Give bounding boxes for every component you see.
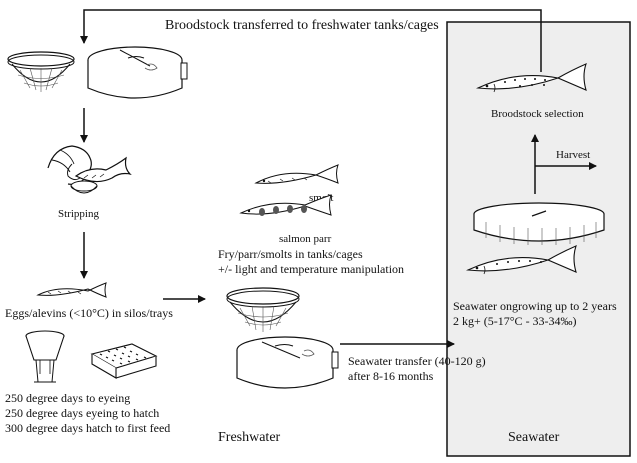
smolt-fish-icon <box>254 164 339 184</box>
broodstock-return-arrow <box>80 9 542 72</box>
freshwater-tank-icon <box>236 336 339 389</box>
seawater-section-label: Seawater <box>508 430 560 445</box>
broodstock-fish-icon <box>475 63 587 93</box>
eggs-alevins-label: Eggs/alevins (<10°C) in silos/trays <box>5 306 173 320</box>
degree-days-eyeing: 250 degree days to eyeing <box>5 391 130 405</box>
seawater-conditions-label: 2 kg+ (5-17°C - 33-34‰) <box>453 314 577 328</box>
transfer-months-label: after 8-16 months <box>348 369 434 383</box>
salmon-parr-fish-icon <box>239 194 332 216</box>
broodstock-selection-label: Broodstock selection <box>491 108 584 120</box>
incubation-tray-icon <box>90 343 158 379</box>
seawater-transfer-label: Seawater transfer (40-120 g) <box>348 354 486 368</box>
harvest-label: Harvest <box>556 149 590 161</box>
seawater-ongrowing-label: Seawater ongrowing up to 2 years <box>453 299 617 313</box>
degree-days-first-feed: 300 degree days hatch to first feed <box>5 421 170 435</box>
freshwater-cage-icon <box>226 287 300 332</box>
freshwater-section-label: Freshwater <box>218 430 281 445</box>
broodstock-tank-icon <box>87 46 188 99</box>
degree-days-hatch: 250 degree days eyeing to hatch <box>5 406 159 420</box>
incubation-silo-icon <box>25 330 65 383</box>
salmon-parr-label: salmon parr <box>279 233 332 245</box>
seawater-salmon-icon <box>465 245 577 275</box>
light-temperature-label: +/- light and temperature manipulation <box>218 262 404 276</box>
broodstock-transfer-label: Broodstock transferred to freshwater tan… <box>165 18 439 33</box>
sea-cage-icon <box>473 202 605 245</box>
stripping-icon <box>47 145 132 194</box>
broodstock-cage-icon <box>7 51 75 92</box>
stripping-label: Stripping <box>58 208 99 220</box>
alevin-fish-icon <box>36 282 107 298</box>
fry-stage-label: Fry/parr/smolts in tanks/cages <box>218 247 363 261</box>
